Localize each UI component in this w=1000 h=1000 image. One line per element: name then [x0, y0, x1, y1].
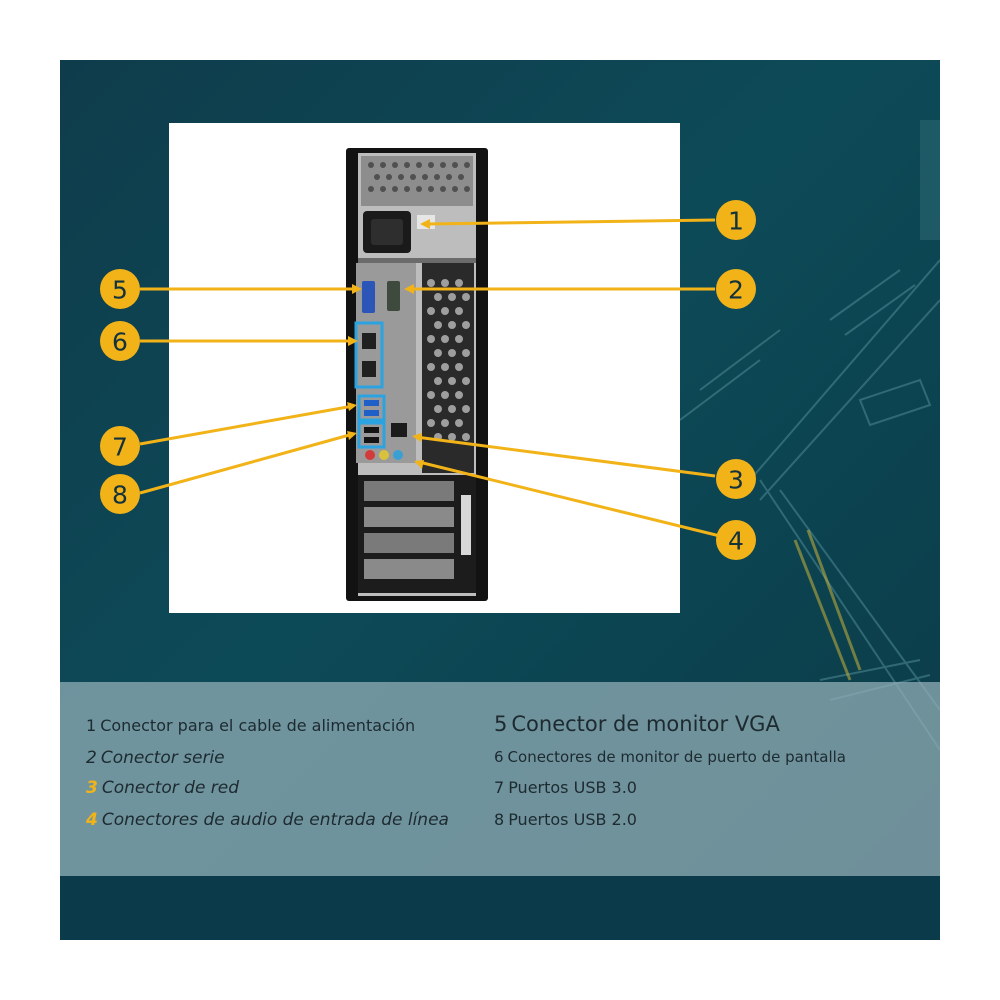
computer-rear-photo: [169, 123, 680, 613]
leader-line-3: [415, 435, 716, 478]
background-decoration: [679, 120, 940, 751]
legend-number: 4: [86, 810, 98, 830]
svg-text:8: 8: [112, 481, 128, 510]
legend-text: Conector para el cable de alimentación: [100, 716, 416, 735]
callout-badge-1: 1: [716, 200, 756, 240]
legend-text: Puertos USB 2.0: [508, 810, 637, 829]
legend-number: 7: [494, 778, 505, 797]
legend-text: Conector serie: [100, 748, 225, 768]
svg-text:1: 1: [728, 207, 744, 236]
callout-badge-6: 6: [100, 321, 140, 361]
legend-text: Puertos USB 3.0: [508, 778, 637, 797]
infographic-card: 1 2 3 4 5 6 7 8: [60, 60, 940, 940]
legend-text: Conector de red: [101, 778, 240, 798]
svg-text:3: 3: [728, 466, 744, 495]
legend-number: 3: [86, 778, 98, 798]
footer-band: [60, 876, 940, 940]
svg-text:5: 5: [112, 276, 128, 305]
svg-text:4: 4: [728, 527, 744, 556]
legend-number: 8: [494, 810, 505, 829]
legend-text: Conectores de audio de entrada de línea: [101, 810, 449, 830]
legend-number: 1: [86, 716, 97, 735]
callout-badge-4: 4: [716, 520, 756, 560]
legend-text: Conectores de monitor de puerto de panta…: [507, 748, 846, 766]
callout-badge-7: 7: [100, 426, 140, 466]
svg-text:7: 7: [112, 433, 128, 462]
leader-line-8: [139, 432, 354, 495]
callout-badge-2: 2: [716, 269, 756, 309]
legend-text: Conector de monitor VGA: [511, 712, 780, 736]
svg-text:2: 2: [728, 276, 744, 305]
callout-badge-5: 5: [100, 269, 140, 309]
legend-number: 6: [494, 748, 504, 766]
leader-line-1: [425, 218, 716, 226]
svg-text:6: 6: [112, 328, 128, 357]
legend-number: 5: [494, 712, 508, 736]
legend-number: 2: [86, 748, 97, 768]
leader-line-4: [418, 460, 721, 538]
callout-badge-8: 8: [100, 474, 140, 514]
callout-badge-3: 3: [716, 459, 756, 499]
leader-line-7: [139, 404, 354, 446]
